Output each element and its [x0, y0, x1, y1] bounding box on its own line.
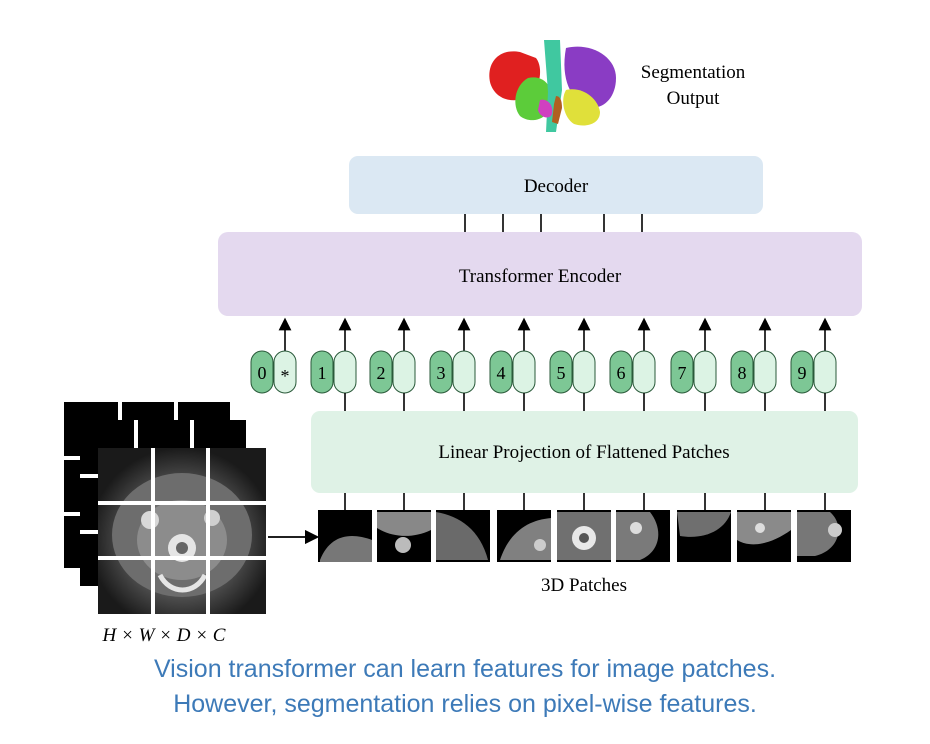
patch-3: [436, 510, 490, 562]
patches-label: 3D Patches: [541, 575, 627, 596]
token-3-index: 3: [437, 363, 446, 383]
token-6-index: 6: [617, 363, 626, 383]
patch-grid-lines: [98, 448, 266, 614]
caption-line-1: Vision transformer can learn features fo…: [153, 655, 777, 683]
decoder-label: Decoder: [524, 176, 589, 197]
decoder-box: [349, 156, 763, 214]
token-0: 0 *: [250, 350, 297, 394]
input-dims-label: H × W × D × C: [102, 625, 226, 646]
patch-8: [737, 510, 791, 562]
patch-7: [677, 510, 731, 562]
token-arrows: [278, 317, 832, 351]
token-3: 3: [429, 350, 476, 394]
patch-4: [497, 510, 551, 562]
patch-connectors: [344, 493, 826, 510]
token-4: 4: [489, 350, 536, 394]
token-2-index: 2: [377, 363, 386, 383]
token-row: 0 * 1 2 3 4 5: [250, 350, 837, 394]
encoder-label: Transformer Encoder: [459, 266, 622, 287]
patch-1: [318, 510, 372, 562]
patch-2: [377, 510, 431, 562]
patch-thumbnails: [318, 510, 851, 562]
patch-5: [557, 510, 611, 562]
token-6: 6: [609, 350, 656, 394]
token-9-index: 9: [798, 363, 807, 383]
token-8: 8: [730, 350, 777, 394]
class-token-symbol: *: [281, 366, 290, 386]
token-7: 7: [670, 350, 717, 394]
token-5-index: 5: [557, 363, 566, 383]
token-1-index: 1: [318, 363, 327, 383]
linear-projection-box: [311, 411, 858, 493]
token-2: 2: [369, 350, 416, 394]
output-label-line1: Segmentation: [641, 62, 746, 83]
token-5: 5: [549, 350, 596, 394]
token-4-index: 4: [497, 363, 506, 383]
projection-to-token-connectors: [344, 393, 826, 411]
patch-9: [797, 510, 851, 562]
segmentation-output-image: [489, 40, 616, 132]
projection-label: Linear Projection of Flattened Patches: [438, 442, 729, 463]
decoder-connectors: [464, 214, 643, 232]
token-1: 1: [310, 350, 357, 394]
token-8-index: 8: [738, 363, 747, 383]
caption-line-2: However, segmentation relies on pixel-wi…: [173, 690, 757, 718]
token-9: 9: [790, 350, 837, 394]
output-label-line2: Output: [667, 88, 721, 109]
transformer-encoder-box: [218, 232, 862, 316]
token-7-index: 7: [678, 363, 687, 383]
back-patch-grid-lines: [64, 402, 194, 534]
input-ct-volume: [64, 402, 266, 614]
patch-6: [616, 510, 670, 562]
token-0-index: 0: [258, 363, 267, 383]
